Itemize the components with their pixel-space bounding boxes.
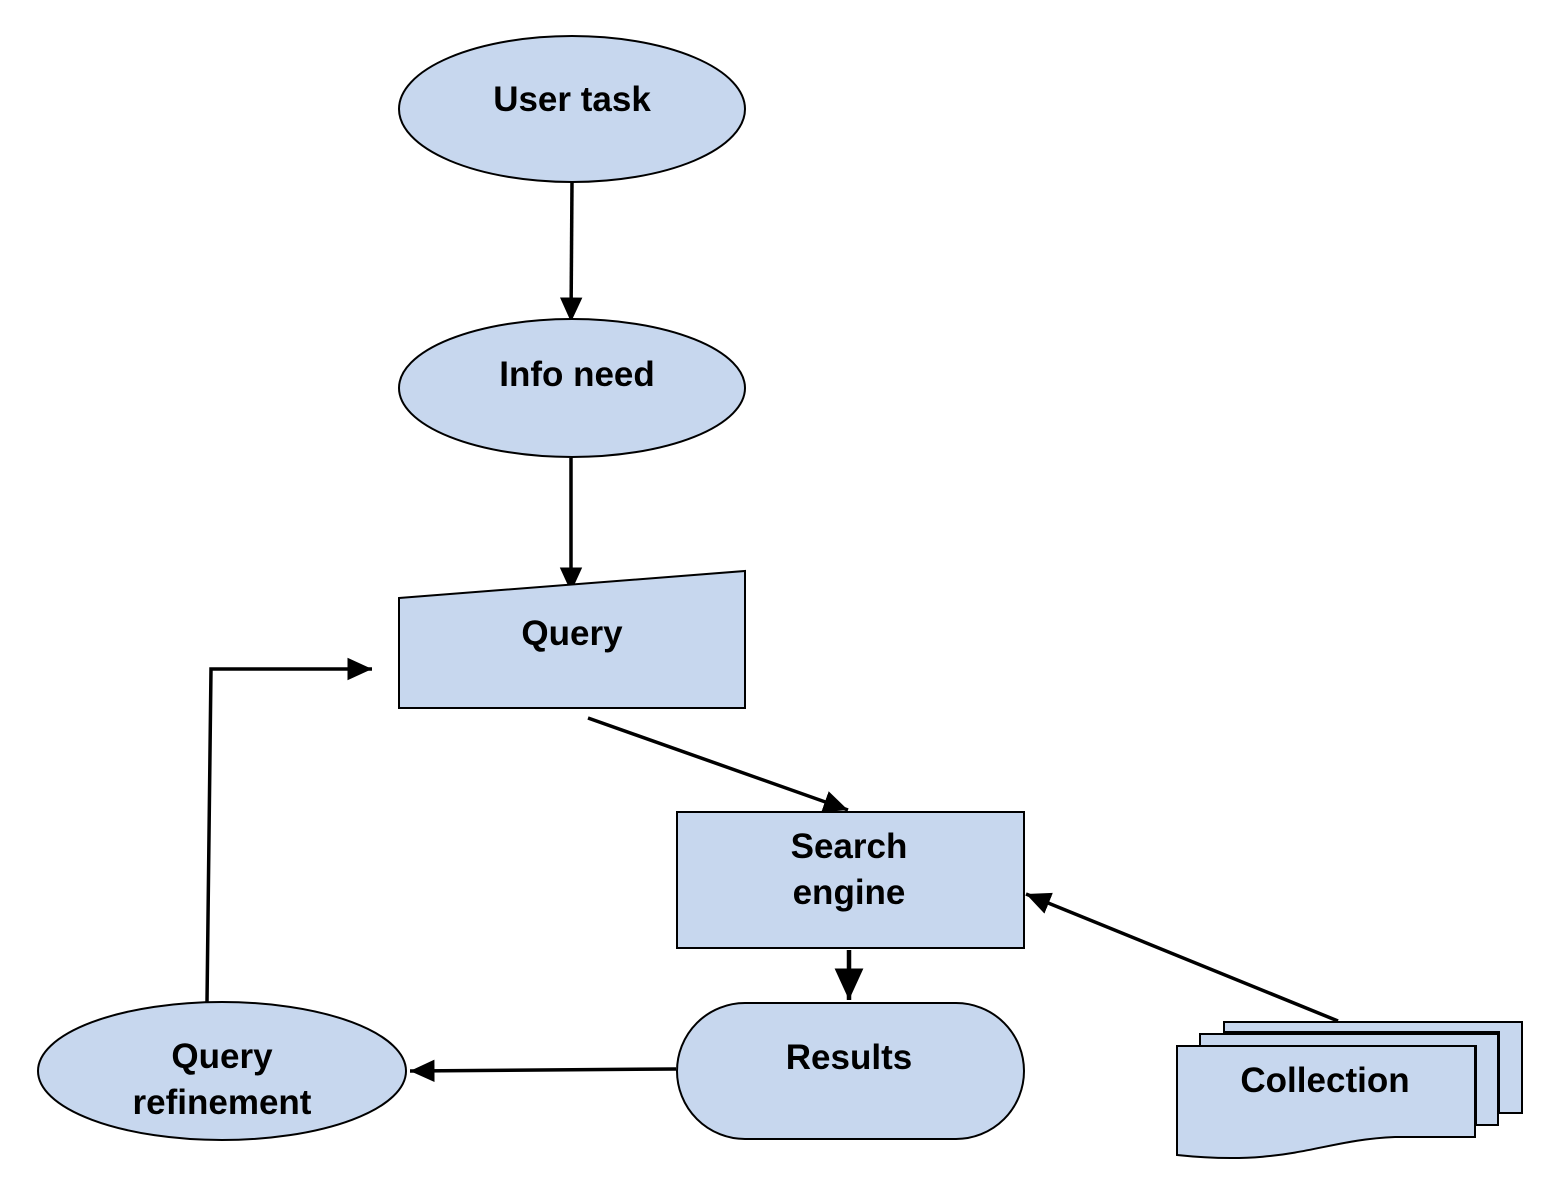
node-query: Query — [398, 569, 746, 709]
edge-query-refinement-to-query — [205, 657, 372, 1003]
search-engine-label-line2: engine — [793, 873, 906, 912]
node-results: Results — [676, 1002, 1025, 1140]
edges — [205, 181, 1339, 1083]
user-task-label: User task — [493, 80, 651, 119]
search-engine-rect — [676, 811, 1025, 949]
info-need-label: Info need — [499, 355, 655, 394]
node-user-task: User task — [398, 35, 746, 183]
node-query-refinement: Query refinement — [37, 1001, 407, 1141]
results-terminator-shape — [676, 1002, 1025, 1140]
node-collection: Collection — [1176, 1021, 1523, 1160]
info-need-ellipse — [398, 318, 746, 458]
edge-results-to-query-refinement — [409, 1059, 677, 1083]
search-engine-label-line1: Search — [791, 827, 908, 866]
collection-label: Collection — [1240, 1061, 1409, 1100]
node-search-engine: Search engine — [676, 811, 1025, 949]
query-label: Query — [521, 614, 623, 653]
results-label: Results — [786, 1038, 912, 1077]
edge-collection-to-search-engine — [1025, 892, 1339, 1023]
edge-user-task-to-info-need — [559, 181, 583, 323]
query-refinement-label-line2: refinement — [133, 1083, 312, 1122]
query-refinement-ellipse — [37, 1001, 407, 1141]
collection-front-page — [1176, 1045, 1476, 1160]
user-task-ellipse — [398, 35, 746, 183]
node-info-need: Info need — [398, 318, 746, 458]
query-refinement-label-line1: Query — [171, 1037, 273, 1076]
query-manual-input-shape — [398, 569, 746, 709]
edge-query-to-search-engine — [587, 716, 849, 813]
